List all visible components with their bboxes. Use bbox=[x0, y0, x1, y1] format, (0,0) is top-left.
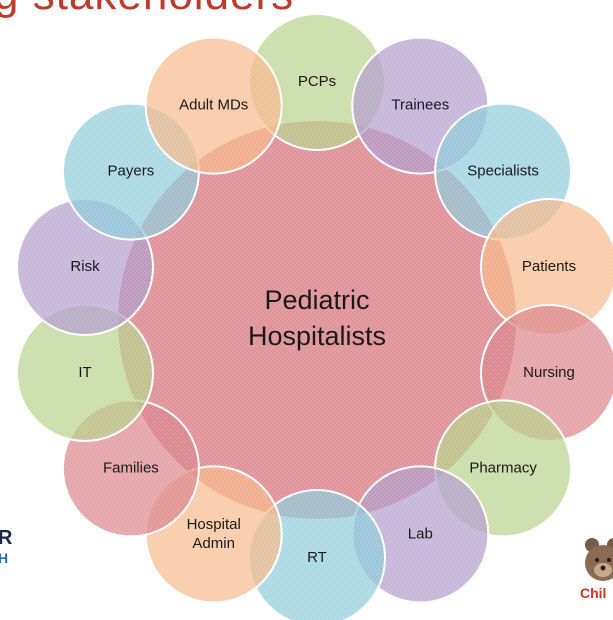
satellite-texture bbox=[17, 305, 153, 441]
satellite-label: RT bbox=[307, 549, 327, 566]
satellite-node: IT bbox=[16, 304, 154, 442]
satellite-label: Lab bbox=[408, 525, 433, 542]
satellite-texture bbox=[481, 199, 613, 335]
satellite-label: Risk bbox=[70, 258, 100, 275]
satellite-label: PCPs bbox=[298, 73, 336, 90]
satellite-node: RT bbox=[248, 489, 386, 620]
satellite-label: Hospital bbox=[187, 516, 241, 533]
satellite-label: IT bbox=[78, 364, 91, 381]
satellite-node: Patients bbox=[480, 198, 613, 336]
satellite-ring: PCPsTraineesSpecialistsPatientsNursingPh… bbox=[16, 13, 613, 620]
satellite-node: PCPs bbox=[248, 13, 386, 151]
satellite-texture bbox=[249, 490, 385, 620]
bear-mascot-icon bbox=[585, 538, 613, 581]
satellite-label: Nursing bbox=[523, 364, 575, 381]
satellite-texture bbox=[352, 466, 489, 603]
satellite-texture bbox=[145, 37, 282, 174]
hub-label: Pediatric bbox=[264, 285, 369, 315]
satellite-texture bbox=[249, 14, 385, 150]
satellite-node: Lab bbox=[351, 465, 490, 604]
hub-texture bbox=[117, 120, 517, 520]
satellite-label: Adult MDs bbox=[179, 97, 248, 114]
satellite-node: Adult MDs bbox=[144, 36, 283, 175]
logo-left-subtext: H bbox=[0, 550, 9, 566]
satellite-label: Families bbox=[103, 459, 159, 476]
organization-logo-left: R H bbox=[0, 528, 12, 568]
satellite-label: Patients bbox=[522, 258, 576, 275]
organization-logo-right: Chil bbox=[580, 535, 613, 620]
satellite-label: Specialists bbox=[467, 163, 539, 180]
logo-left-text: R bbox=[0, 527, 13, 549]
satellite-label: Payers bbox=[108, 163, 155, 180]
slide-title: g stakeholders bbox=[0, 0, 294, 20]
satellite-label: Trainees bbox=[391, 97, 449, 114]
hub-label: Hospitalists bbox=[248, 321, 386, 351]
satellite-label: Admin bbox=[192, 535, 235, 552]
satellite-label: Pharmacy bbox=[469, 459, 537, 476]
logo-right-text: Chil bbox=[580, 585, 607, 601]
